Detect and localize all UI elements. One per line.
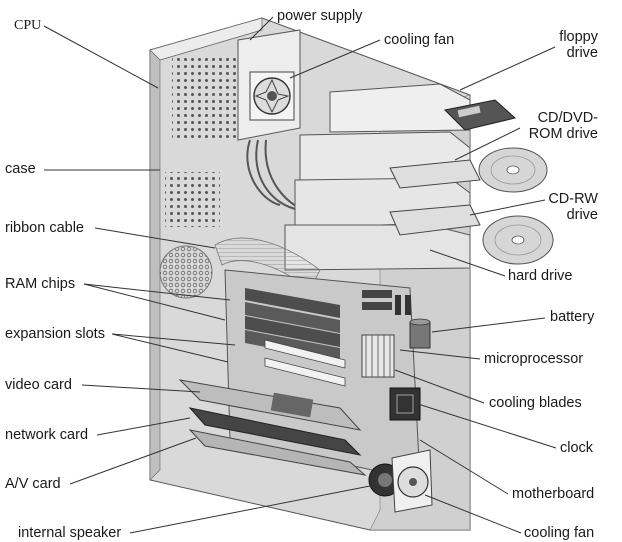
clock-chip <box>389 387 421 421</box>
power-supply-unit <box>237 29 301 141</box>
expansion-slot-bars <box>264 339 346 387</box>
cd-disc-1 <box>478 147 548 193</box>
label-hard-drive: hard drive <box>508 268 573 284</box>
label-av-card: A/V card <box>5 476 61 492</box>
label-cdrw-line1: CD-RW <box>548 191 598 207</box>
floppy-disk <box>443 99 517 131</box>
label-floppy-line2: drive <box>566 45 598 61</box>
leader-network-card <box>96 417 191 436</box>
label-floppy-line1: floppy <box>559 29 598 45</box>
leader-hard-drive <box>429 249 506 277</box>
leader-expansion-2 <box>111 333 229 363</box>
battery-cell <box>409 318 431 349</box>
label-expansion-slots: expansion slots <box>5 326 105 342</box>
case-vent-lower <box>165 172 220 227</box>
leader-clock <box>417 403 557 449</box>
label-battery: battery <box>550 309 595 325</box>
case-vent <box>172 58 242 138</box>
leader-ram-2 <box>83 283 226 321</box>
label-internal-speaker: internal speaker <box>18 525 122 541</box>
board-chip-2 <box>362 302 392 310</box>
leader-cooling-blades <box>394 369 485 404</box>
label-ribbon-cable: ribbon cable <box>5 220 84 236</box>
board-chip-4 <box>405 295 411 315</box>
leader-cooling-fan-top <box>289 39 381 79</box>
leader-cooling-fan-bottom <box>424 494 522 534</box>
speaker-grill <box>159 245 213 299</box>
cd-disc-2 <box>482 215 554 265</box>
leader-internal-speaker <box>129 484 376 534</box>
label-video-card: video card <box>5 377 72 393</box>
board-chip-1 <box>362 290 392 298</box>
leader-cdrom <box>454 127 521 161</box>
label-cpu: CPU <box>14 18 42 33</box>
leader-floppy <box>459 46 556 91</box>
label-ram-chips: RAM chips <box>5 276 76 292</box>
label-cooling-blades: cooling blades <box>489 395 582 411</box>
label-cooling-fan-top: cooling fan <box>384 32 455 48</box>
heatsink <box>361 334 395 378</box>
label-cooling-fan-bottom: cooling fan <box>524 525 595 541</box>
label-motherboard: motherboard <box>512 486 595 502</box>
leader-motherboard <box>419 439 509 495</box>
label-cdrom-line1: CD/DVD- <box>537 110 598 126</box>
label-microprocessor: microprocessor <box>484 351 584 367</box>
label-cdrom-line2: ROM drive <box>528 126 598 142</box>
label-cdrw-line2: drive <box>566 207 598 223</box>
leader-av-card <box>69 437 197 485</box>
label-power-supply: power supply <box>277 8 363 24</box>
leader-video-card <box>81 384 201 393</box>
leader-ram-1 <box>83 283 231 301</box>
bottom-cooling-fan <box>391 449 433 513</box>
leader-cdrw <box>469 199 546 216</box>
label-network-card: network card <box>5 427 89 443</box>
leader-power-supply <box>249 16 274 41</box>
drive-bays <box>284 83 481 271</box>
board-chip-3 <box>395 295 401 315</box>
leader-lines <box>43 16 557 534</box>
leader-expansion-1 <box>111 333 236 346</box>
leader-battery <box>431 317 546 333</box>
expansion-cards <box>178 379 367 476</box>
leader-microprocessor <box>399 349 481 360</box>
leader-cpu <box>43 25 159 89</box>
label-clock: clock <box>560 440 594 456</box>
label-case: case <box>5 161 36 177</box>
leader-ribbon-cable <box>94 227 216 249</box>
